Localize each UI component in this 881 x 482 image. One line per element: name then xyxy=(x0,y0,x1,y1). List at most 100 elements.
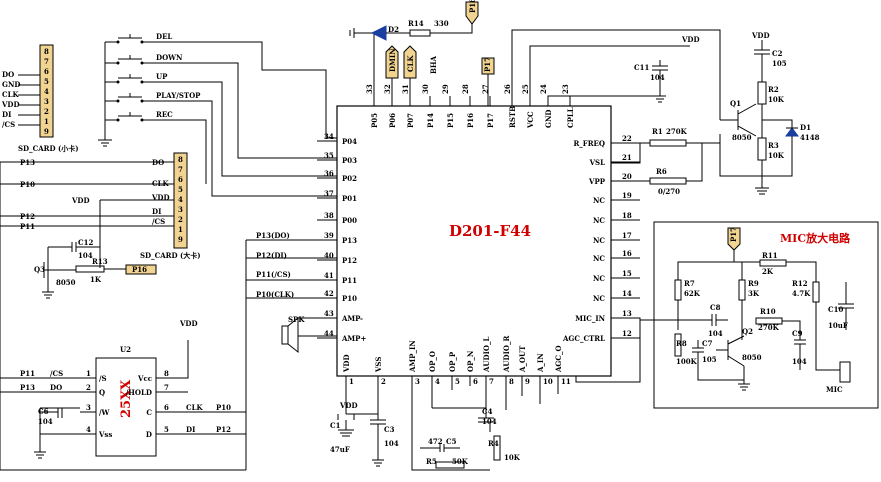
chip-left-pin-num: 40 xyxy=(324,251,334,260)
pushbutton[interactable]: REC xyxy=(105,110,175,122)
chip-top-pin-name: P14 xyxy=(426,113,435,128)
chip-right-pin-num: 20 xyxy=(622,172,632,181)
chip-left-pin-name: P11 xyxy=(342,276,357,285)
r14-val: 330 xyxy=(434,19,449,28)
chip-left-signal: P12(DI) xyxy=(256,251,287,260)
pushbutton[interactable]: DEL xyxy=(105,32,175,44)
flash-right-wires xyxy=(172,340,246,435)
chip-bottom-pin-num: 4 xyxy=(435,377,440,386)
flash-pin-num: 5 xyxy=(164,425,169,434)
mic-amp-title: MIC放大电路 xyxy=(780,231,851,245)
mic-c7 xyxy=(692,340,744,381)
mic-r11-ref: R11 xyxy=(762,251,778,260)
sd-small-pin-num: 4 xyxy=(44,87,49,96)
pushbutton-contact xyxy=(116,118,120,122)
pushbutton[interactable]: PLAY/STOP xyxy=(105,91,201,103)
button-ground xyxy=(98,42,112,147)
chip-left-pin-num: 34 xyxy=(324,132,334,141)
chip-top-pin-name: VCC xyxy=(526,111,535,129)
mic-r12 xyxy=(812,281,820,303)
sd-large-net: P11 xyxy=(20,222,35,231)
pushbutton-contact xyxy=(140,80,144,84)
flash-pin-num: 4 xyxy=(86,425,91,434)
pushbutton[interactable]: DOWN xyxy=(105,53,183,65)
flash-pin-num: 8 xyxy=(164,369,169,378)
mic-r7 xyxy=(674,279,682,301)
chip-right-pin-name: AGC_CTRL xyxy=(562,334,605,343)
p16-tag-label: P16 xyxy=(132,265,147,274)
mic-c9-ref: C9 xyxy=(792,329,803,338)
r1-val: 270K xyxy=(666,127,688,136)
sd-large-signal: VDD xyxy=(151,193,170,202)
mic-c7-val: 105 xyxy=(702,355,717,364)
chip-left-pin-name: P01 xyxy=(342,194,357,203)
mic-r7-val: 62K xyxy=(684,289,701,298)
c11-ref: C11 xyxy=(634,63,649,72)
pushbutton-contact xyxy=(140,40,144,44)
c12 xyxy=(48,242,100,252)
flash-pin-num: 7 xyxy=(164,383,169,392)
chip-right-pin-num: 14 xyxy=(622,289,632,298)
p16-tag xyxy=(125,264,157,275)
d1-diode xyxy=(785,127,799,137)
sd-large-label: SD_CARD (大卡) xyxy=(140,251,201,260)
chip-top-pin-num: 31 xyxy=(401,84,410,94)
mic-r10-ref: R10 xyxy=(760,307,776,316)
sd-small-label: SD_CARD (小卡) xyxy=(18,144,79,153)
chip-left-pin-name: P02 xyxy=(342,174,357,183)
pushbutton-contact xyxy=(116,40,120,44)
sd-large-wires xyxy=(0,161,174,470)
d1-ref: D1 xyxy=(800,123,811,132)
chip-top-pin-num: 28 xyxy=(461,84,470,94)
vdd-label-c1: VDD xyxy=(339,401,358,410)
d1-val: 4148 xyxy=(800,133,820,142)
mic-r9-ref: R9 xyxy=(748,279,759,288)
chip-top-pin-num: 25 xyxy=(521,84,530,94)
c11 xyxy=(652,60,668,103)
q3-val: 8050 xyxy=(56,278,76,287)
p17-mic-label: P17 xyxy=(729,227,738,242)
chip-right-pin-num: 16 xyxy=(622,249,632,258)
r14-ref: R14 xyxy=(408,19,424,28)
chip-bottom-pin-num: 8 xyxy=(509,377,514,386)
chip-left-signal: P13(DO) xyxy=(256,231,290,240)
r14-wires xyxy=(404,22,473,34)
sd-large-pin-num: 5 xyxy=(178,185,183,194)
pushbutton[interactable]: UP xyxy=(105,72,175,84)
q1 xyxy=(720,103,757,137)
chip-right-pin-num: 15 xyxy=(622,269,632,278)
speaker-icon xyxy=(281,316,299,354)
bha-label: BHA xyxy=(429,55,438,74)
p17-mic-tag xyxy=(727,227,741,251)
flash-pin-num: 3 xyxy=(86,403,91,412)
r6-ref: R6 xyxy=(656,167,667,176)
flash-right-net: P12 xyxy=(216,425,231,434)
pushbutton-label: DOWN xyxy=(156,53,183,62)
mic-r8-ref: R8 xyxy=(676,339,687,348)
chip-bottom-pin-num: 10 xyxy=(543,377,553,386)
pushbutton-contact xyxy=(140,61,144,65)
sd-small-pin-num: 6 xyxy=(44,67,49,76)
dmin-label: DMIN xyxy=(388,48,397,72)
sd-small-pin-num: 8 xyxy=(44,47,49,56)
r4-val: 10K xyxy=(504,453,521,462)
sd-small-pin-num: 9 xyxy=(44,127,49,136)
chip-bottom-pin-num: 6 xyxy=(473,377,478,386)
spk-label: SPK xyxy=(288,315,305,324)
sd-large-pin-num: 6 xyxy=(178,175,183,184)
flash-pin-name: Vcc xyxy=(137,374,152,383)
chip-top-pin-name: RSTB xyxy=(508,106,517,128)
chip-left-pin-name: P10 xyxy=(342,294,357,303)
sd-large-net: P13 xyxy=(20,158,35,167)
sd-small-pin-num: 5 xyxy=(44,77,49,86)
sd-small-connector xyxy=(39,44,54,138)
sd-large-net: P12 xyxy=(20,212,35,221)
mic-r11-val: 2K xyxy=(762,267,774,276)
d1-wires xyxy=(762,127,798,177)
chip-top-pin-name: P05 xyxy=(370,113,379,128)
pushbutton-label: UP xyxy=(156,72,168,81)
sd-large-pin-num: 4 xyxy=(178,195,183,204)
chip-top-pin-name: P17 xyxy=(486,113,495,128)
chip-left-pin-num: 39 xyxy=(324,231,334,240)
sd-large-signal: DI xyxy=(152,207,161,216)
